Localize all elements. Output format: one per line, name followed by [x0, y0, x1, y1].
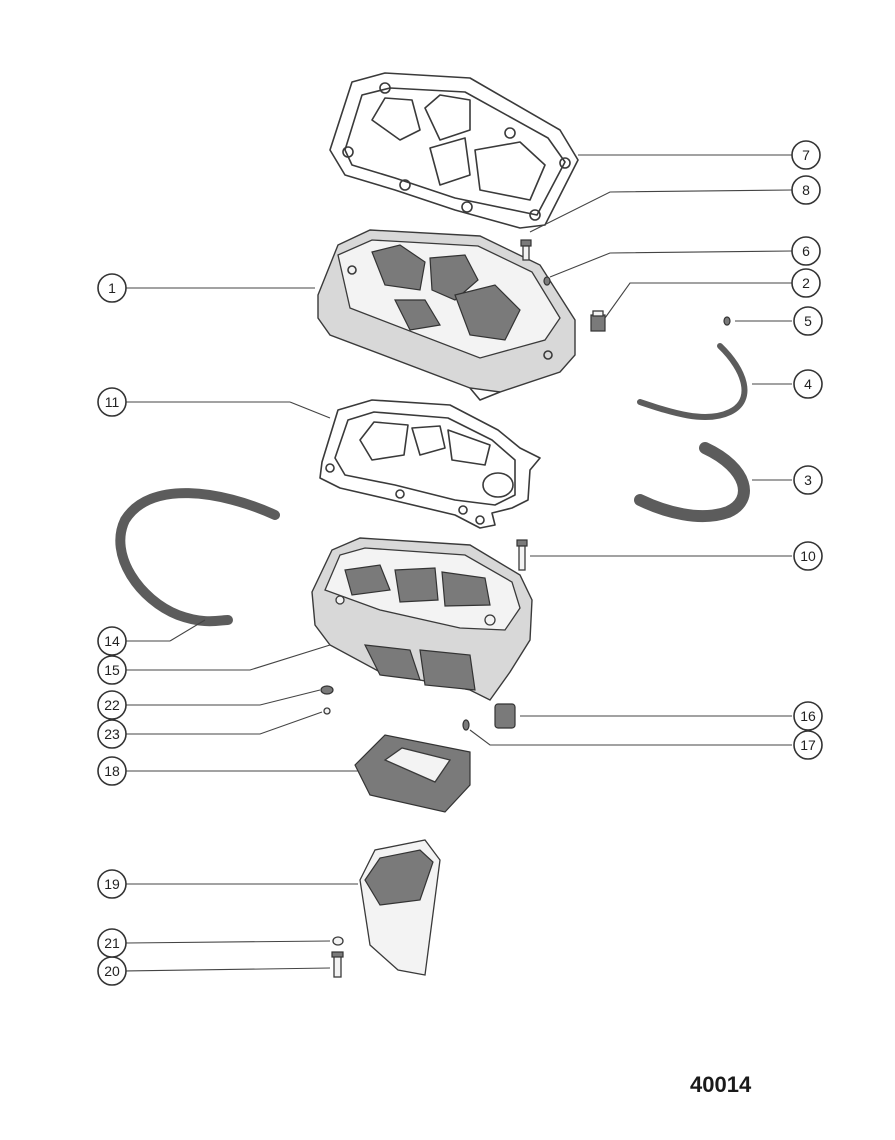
part-4-seal-strip: [637, 343, 748, 421]
svg-text:17: 17: [800, 737, 816, 753]
part-22-washer: [320, 685, 334, 695]
part-14-seal: [115, 488, 280, 627]
part-7-gasket: [329, 72, 579, 229]
part-19-filter-box: [359, 839, 441, 976]
callout-8: 8: [791, 175, 821, 205]
part-6-pin: [543, 276, 551, 286]
callout-6: 6: [791, 236, 821, 266]
svg-text:11: 11: [105, 394, 120, 410]
svg-text:16: 16: [800, 708, 816, 724]
callout-4: 4: [793, 369, 823, 399]
part-10-screw: [516, 539, 528, 571]
svg-text:5: 5: [804, 313, 812, 329]
part-2-plug: [590, 310, 606, 332]
svg-text:4: 4: [804, 376, 812, 392]
callout-21: 21: [97, 928, 127, 958]
callout-16: 16: [793, 701, 823, 731]
callout-23: 23: [97, 719, 127, 749]
part-17-pin: [462, 719, 470, 731]
callout-7: 7: [791, 140, 821, 170]
callout-10: 10: [793, 541, 823, 571]
part-16-bushing: [494, 703, 516, 729]
callout-20: 20: [97, 956, 127, 986]
part-11-gasket: [319, 399, 541, 529]
part-18-reed-block: [354, 734, 471, 813]
part-21-washer: [332, 936, 344, 946]
callout-1: 1: [97, 273, 127, 303]
figure-number: 40014: [690, 1072, 752, 1097]
callout-18: 18: [97, 756, 127, 786]
part-20-screw: [331, 951, 344, 978]
callout-19: 19: [97, 869, 127, 899]
leader-lines: [125, 154, 793, 972]
svg-text:3: 3: [804, 472, 812, 488]
part-3-seal-strip: [634, 442, 750, 523]
svg-text:6: 6: [802, 243, 810, 259]
callout-22: 22: [97, 690, 127, 720]
svg-text:14: 14: [104, 633, 120, 649]
part-23-nut: [323, 707, 331, 715]
svg-text:15: 15: [104, 662, 120, 678]
svg-text:2: 2: [802, 275, 810, 291]
svg-text:18: 18: [104, 763, 120, 779]
callout-2: 2: [791, 268, 821, 298]
svg-text:19: 19: [104, 876, 120, 892]
callout-11: 11: [97, 387, 127, 417]
part-8-screw: [520, 239, 532, 261]
svg-text:1: 1: [108, 280, 116, 296]
callout-3: 3: [793, 465, 823, 495]
svg-text:21: 21: [104, 935, 120, 951]
svg-text:10: 10: [800, 548, 816, 564]
svg-text:23: 23: [104, 726, 120, 742]
callout-5: 5: [793, 306, 823, 336]
callout-15: 15: [97, 655, 127, 685]
part-5-bolt: [723, 316, 731, 326]
part-15-lower-housing: [311, 537, 533, 701]
svg-text:20: 20: [104, 963, 120, 979]
svg-text:7: 7: [802, 147, 810, 163]
callout-17: 17: [793, 730, 823, 760]
callout-14: 14: [97, 626, 127, 656]
svg-text:8: 8: [802, 182, 810, 198]
part-1-upper-housing: [317, 229, 576, 401]
svg-text:22: 22: [104, 697, 120, 713]
